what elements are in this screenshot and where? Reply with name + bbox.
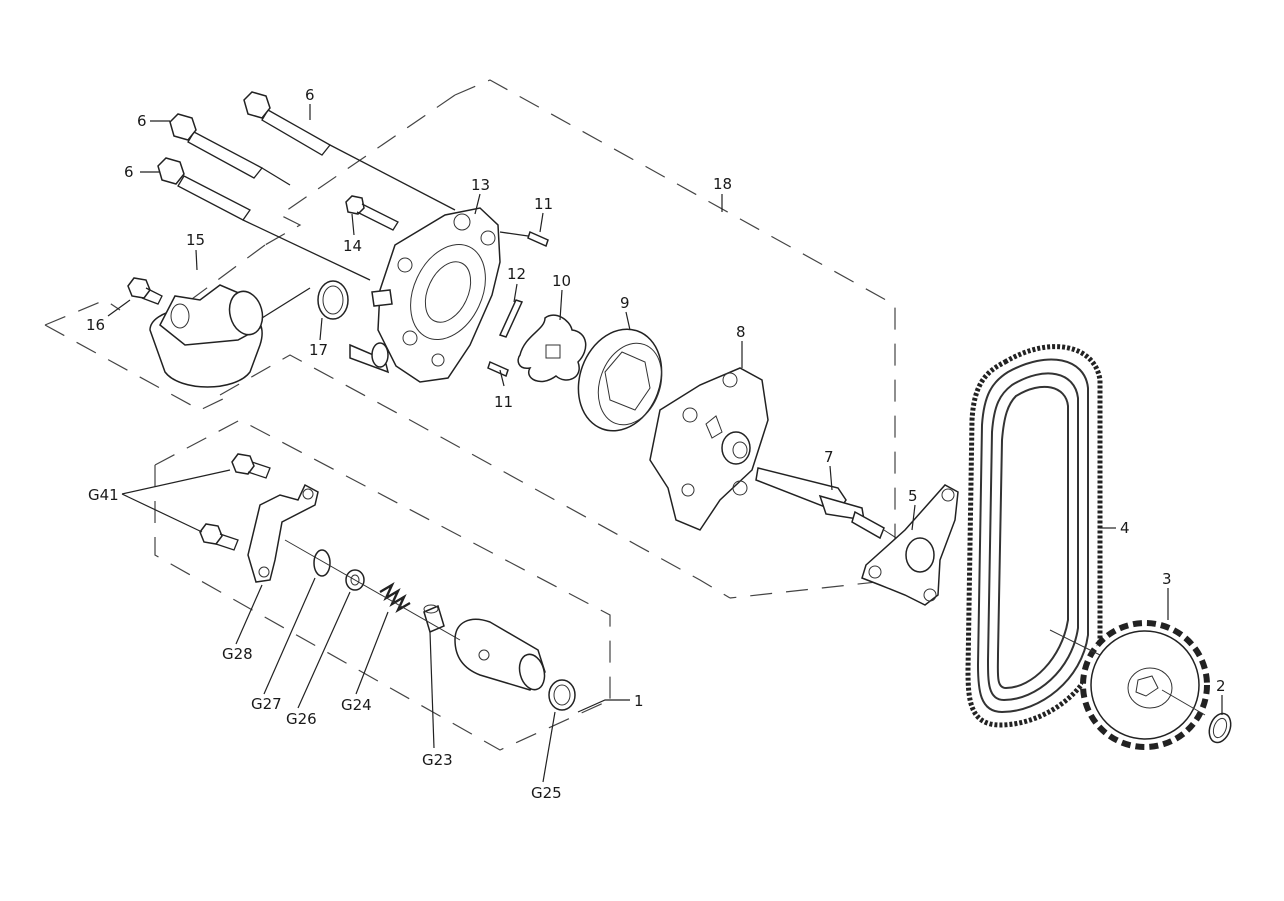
valve-axis-line [284, 539, 461, 641]
pump-cover-8 [649, 367, 769, 531]
callout-G41: G41 [88, 486, 119, 504]
callout-18: 18 [713, 175, 732, 193]
pump-body-13 [349, 207, 501, 383]
valve-body [454, 618, 546, 691]
callout-8: 8 [736, 323, 746, 341]
callout-1: 1 [634, 692, 644, 710]
circlip-2 [1208, 712, 1232, 744]
callout-5: 5 [908, 487, 918, 505]
callout-6a: 6 [305, 86, 315, 104]
callout-15: 15 [186, 231, 205, 249]
bracket-G28 [247, 483, 319, 583]
plate-5 [861, 484, 959, 606]
callout-G27: G27 [251, 695, 282, 713]
assembly-outline-1 [154, 419, 611, 751]
dowel-pin-11-top [499, 230, 549, 248]
bolt-6-top [243, 91, 456, 211]
callout-labels: 6 6 6 13 18 11 14 15 12 10 9 8 16 17 11 … [86, 86, 1226, 802]
dowel-pin-11-bottom [487, 360, 509, 378]
bolt-6-middle [169, 113, 291, 186]
o-ring-G25 [548, 679, 576, 711]
callout-13: 13 [471, 176, 490, 194]
leader-lines [107, 104, 1223, 783]
bolt-G41-top [231, 453, 271, 479]
callout-11-top: 11 [534, 195, 553, 213]
callout-G25: G25 [531, 784, 562, 802]
callout-G28: G28 [222, 645, 253, 663]
spring-G24 [379, 582, 411, 613]
callout-6b: 6 [137, 112, 147, 130]
drive-chain-4 [965, 344, 1103, 728]
bolt-16 [127, 277, 163, 305]
o-ring-17 [317, 280, 349, 320]
sprocket-3 [1049, 620, 1210, 750]
callout-G24: G24 [341, 696, 372, 714]
bolt-14 [345, 195, 399, 231]
callout-16: 16 [86, 316, 105, 334]
callout-4: 4 [1120, 519, 1130, 537]
callout-6c: 6 [124, 163, 134, 181]
strainer-15 [149, 284, 311, 388]
callout-3: 3 [1162, 570, 1172, 588]
bolt-6-bottom [157, 157, 371, 281]
callout-10: 10 [552, 272, 571, 290]
callout-14: 14 [343, 237, 362, 255]
assembly-outline-pump-base [44, 299, 226, 411]
circlip-G27 [313, 549, 331, 577]
callout-12: 12 [507, 265, 526, 283]
callout-G23: G23 [422, 751, 453, 769]
callout-7: 7 [824, 448, 834, 466]
inner-rotor-10 [517, 314, 587, 383]
callout-2: 2 [1216, 677, 1226, 695]
callout-G26: G26 [286, 710, 317, 728]
callout-17: 17 [309, 341, 328, 359]
outer-rotor-9 [577, 328, 663, 432]
callout-11-bottom: 11 [494, 393, 513, 411]
pin-12 [498, 299, 524, 338]
callout-9: 9 [620, 294, 630, 312]
plunger-G23 [423, 604, 445, 634]
bolt-G41-bottom [199, 523, 239, 551]
